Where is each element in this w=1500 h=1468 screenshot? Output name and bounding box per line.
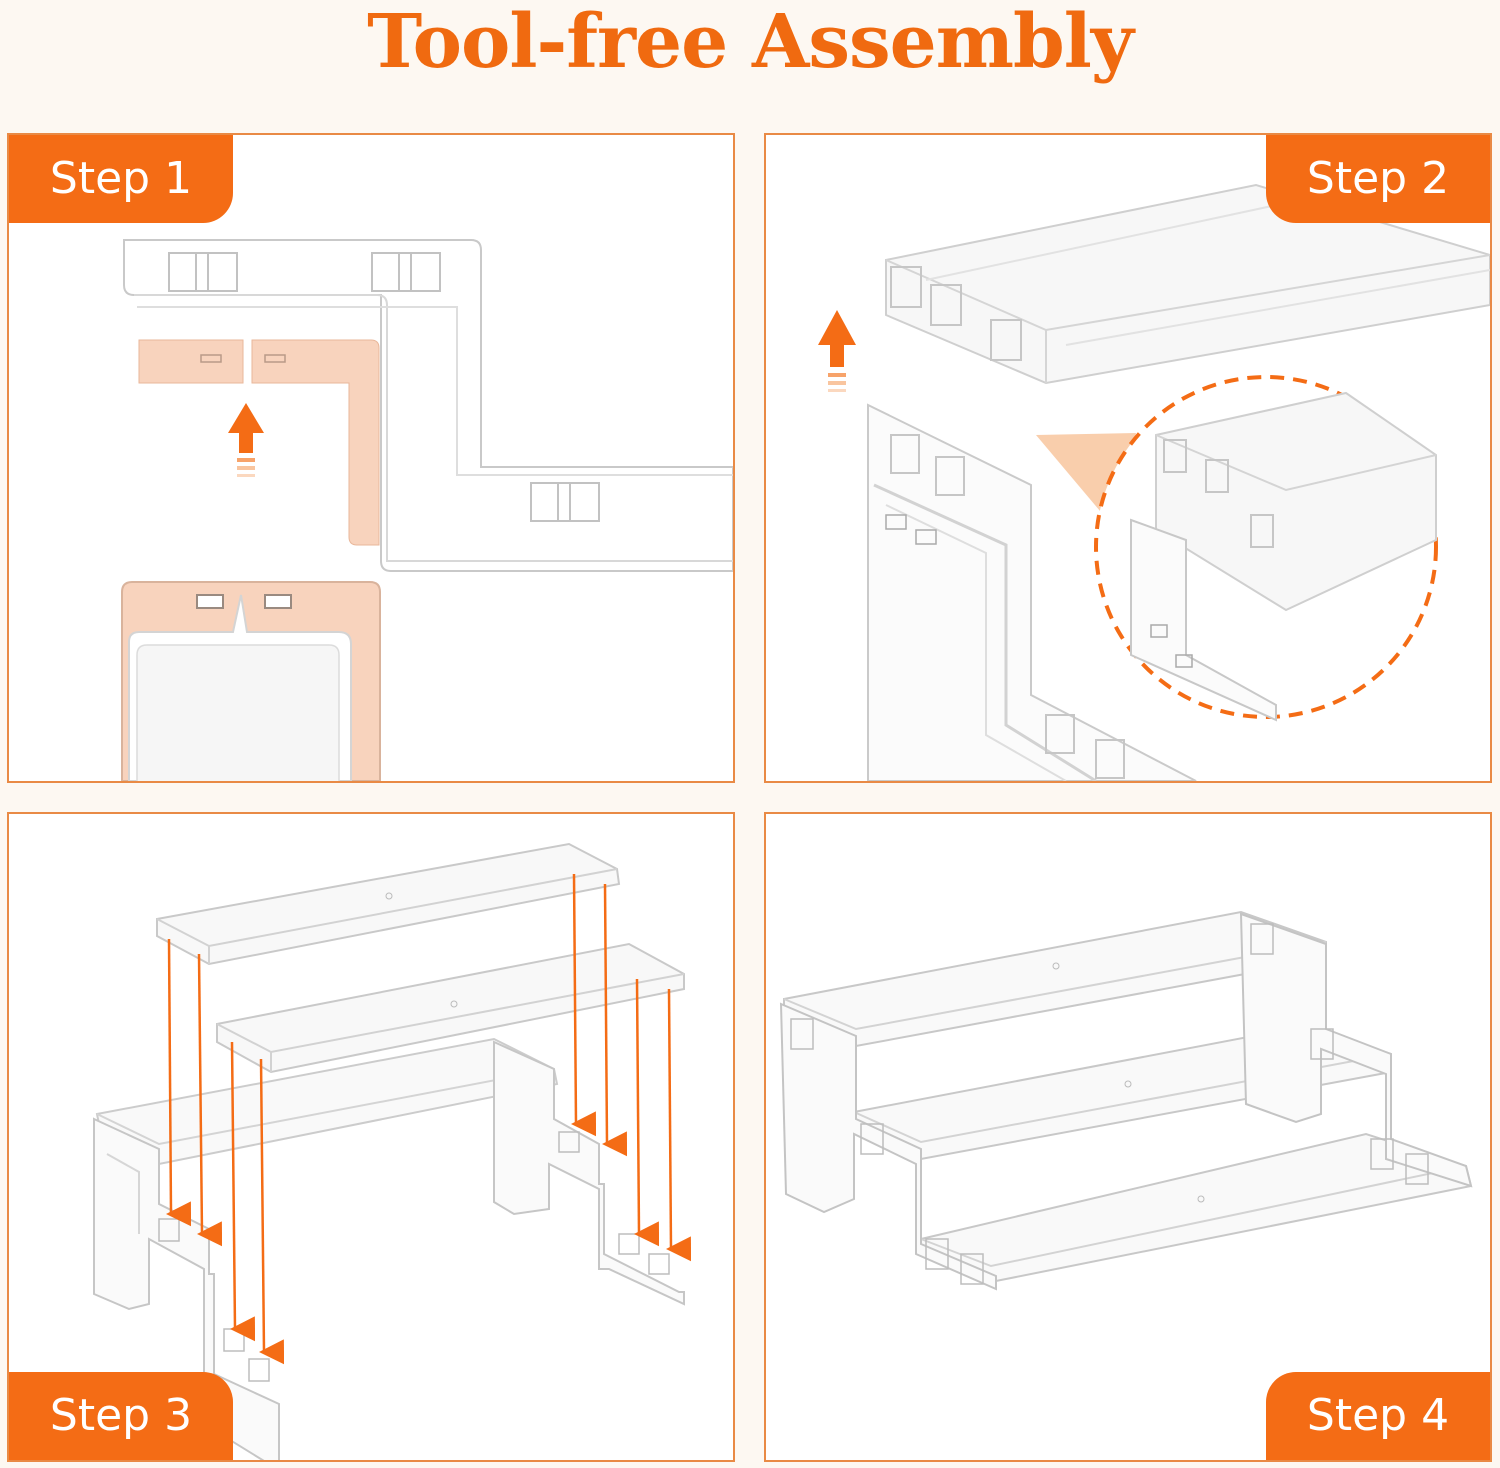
step-1-badge: Step 1 <box>9 135 233 223</box>
peach-panel-left <box>138 339 244 384</box>
step-4-illustration <box>779 910 1473 1291</box>
slot <box>371 252 441 292</box>
bracket-inner-outline <box>134 294 733 562</box>
step-4-panel: Step 4 <box>764 812 1492 1462</box>
step-1-panel: Step 1 <box>7 133 735 783</box>
step-2-illustration <box>818 183 1490 781</box>
up-arrow-icon <box>228 403 264 477</box>
step-3-badge: Step 3 <box>9 1372 233 1460</box>
bracket <box>867 403 1197 781</box>
step-3-illustration <box>93 842 692 1460</box>
slot <box>168 252 238 292</box>
bracket-inner-rail <box>137 306 733 476</box>
step-2-badge: Step 2 <box>1266 135 1490 223</box>
step-1-illustration <box>121 239 733 781</box>
left-bracket <box>779 1002 997 1291</box>
magnifier-circle-icon <box>1094 375 1438 722</box>
step-2-panel: Step 2 <box>764 133 1492 783</box>
page-title: Tool-free Assembly <box>367 0 1134 85</box>
shelf-board <box>885 183 1490 385</box>
top-shelf <box>156 842 621 966</box>
up-arrow-icon <box>818 310 856 392</box>
middle-shelf <box>216 942 685 1074</box>
shelf-detail <box>121 581 381 781</box>
right-bracket <box>493 1040 685 1306</box>
bracket-outline <box>123 239 733 572</box>
right-bracket <box>1239 912 1473 1188</box>
peach-panel-right <box>251 339 380 546</box>
step-3-panel: Step 3 <box>7 812 735 1462</box>
slot <box>530 482 600 522</box>
down-arrow-icon <box>166 873 692 1365</box>
step-4-badge: Step 4 <box>1266 1372 1490 1460</box>
